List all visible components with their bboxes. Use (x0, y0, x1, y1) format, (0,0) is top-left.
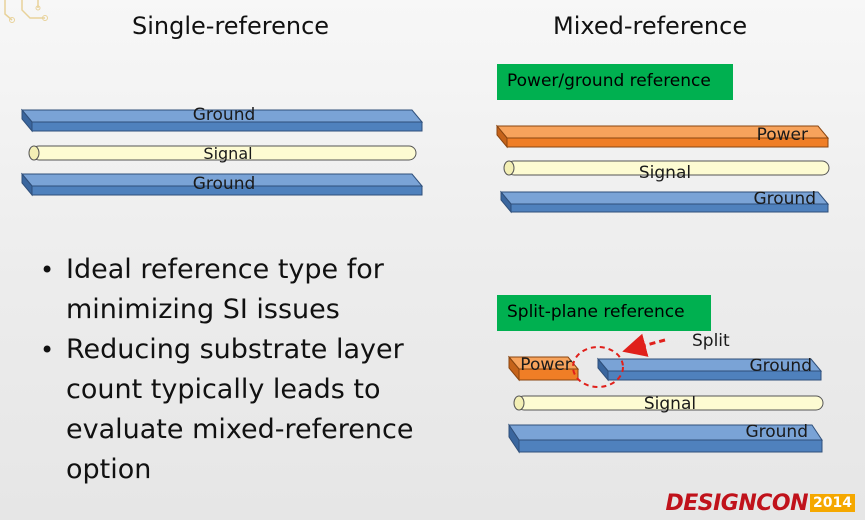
bullet-text: Reducing substrate layer count typically… (66, 334, 414, 485)
split-arrow (622, 333, 666, 357)
bullet-list: • Ideal reference type for minimizing SI … (38, 250, 428, 490)
single-bottom-ground-label: Ground (193, 174, 256, 194)
split-plane-reference-tag: Split-plane reference (497, 295, 711, 331)
mixed-ground-label: Ground (753, 189, 816, 209)
logo-brand: DESIGNCON (665, 491, 809, 516)
single-bottom-ground-plane (20, 172, 424, 197)
single-reference-heading: Single-reference (132, 12, 330, 40)
single-signal-trace (28, 145, 417, 161)
mixed-power-label: Power (757, 125, 808, 145)
bullet-item: • Ideal reference type for minimizing SI … (38, 250, 428, 330)
split-power-label: Power (520, 355, 571, 375)
mixed-signal-label: Signal (639, 163, 691, 183)
corner-decoration (4, 0, 48, 23)
mixed-reference-heading: Mixed-reference (553, 12, 748, 40)
bullet-dot-icon: • (40, 256, 55, 284)
bullet-item: • Reducing substrate layer count typicall… (38, 330, 428, 490)
single-top-ground-label: Ground (193, 105, 256, 125)
bullet-dot-icon: • (40, 336, 55, 364)
single-signal-label: Signal (203, 144, 252, 163)
split-bottom-ground-plane (508, 423, 823, 454)
logo-year: 2014 (810, 494, 855, 512)
power-ground-reference-tag: Power/ground reference (497, 64, 733, 100)
bullet-text: Ideal reference type for minimizing SI i… (66, 254, 384, 325)
split-circle-marker (572, 346, 624, 388)
split-signal-label: Signal (644, 394, 696, 414)
split-power-plane (507, 355, 580, 382)
split-top-ground-label: Ground (749, 356, 812, 376)
mixed-power-plane (495, 124, 830, 149)
single-top-ground-plane (20, 108, 424, 133)
split-top-ground-plane (596, 357, 823, 382)
split-bottom-ground-label: Ground (745, 422, 808, 442)
mixed-signal-trace (503, 160, 830, 176)
split-signal-trace (513, 395, 824, 411)
split-label: Split (692, 331, 730, 351)
mixed-ground-plane (499, 190, 830, 214)
